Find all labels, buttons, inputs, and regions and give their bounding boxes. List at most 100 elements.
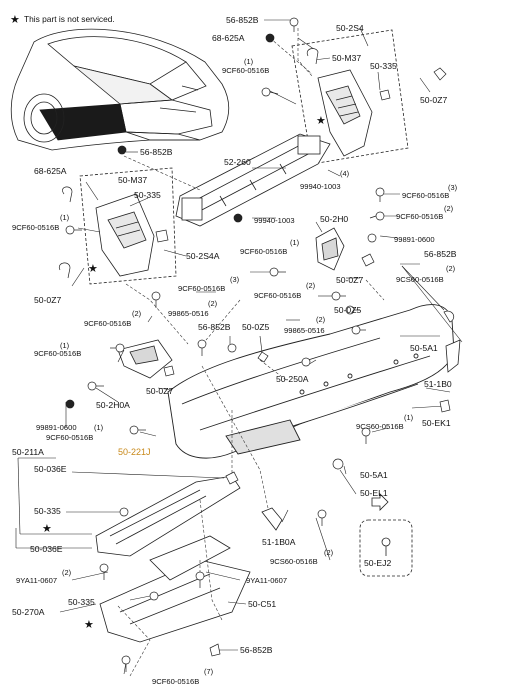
label-quantity: (2)	[316, 315, 325, 324]
nut-icon	[227, 343, 237, 353]
bolt-icon	[289, 17, 299, 32]
label-9CF60-0516B: 9CF60-0516B	[34, 349, 81, 358]
fastener-icons	[58, 17, 455, 672]
bolt-icon	[121, 655, 131, 672]
label-50-2S4A: 50-2S4A	[186, 251, 220, 261]
clip-icon	[443, 310, 455, 323]
label-quantity: (3)	[230, 275, 239, 284]
label-quantity: (2)	[306, 281, 315, 290]
nut-icon	[65, 399, 75, 409]
label-50-5A1: 50-5A1	[360, 470, 388, 480]
label-9CF60-0516B: 9CF60-0516B	[240, 247, 287, 256]
label-50-250A: 50-250A	[276, 374, 309, 384]
label-51-1B0A: 51-1B0A	[262, 537, 296, 547]
part-labels: 56-852B 50-2S4 68-625A 50-M37 (1) 9CF60-…	[12, 15, 457, 686]
star-icon: ★	[88, 263, 98, 275]
clip-icon	[257, 351, 269, 363]
label-9YA11-0607: 9YA11-0607	[16, 576, 57, 585]
label-9CF60-0516B: 9CF60-0516B	[178, 284, 225, 293]
label-9CF60-0516B: 9CF60-0516B	[152, 677, 199, 686]
clip-icon	[306, 48, 319, 65]
label-50-0Z7: 50-0Z7	[146, 386, 173, 396]
bolt-icon	[317, 509, 327, 526]
label-quantity: (1)	[94, 423, 103, 432]
label-50-211A: 50-211A	[12, 447, 44, 457]
label-50-0Z5: 50-0Z5	[242, 322, 269, 332]
reinforcement-beam-52-260	[175, 133, 331, 227]
label-50-2H0: 50-2H0	[320, 214, 348, 224]
label-50-0Z7: 50-0Z7	[336, 275, 363, 285]
clip-icon	[361, 253, 375, 267]
label-quantity: (2)	[444, 204, 453, 213]
label-56-852B: 56-852B	[424, 249, 457, 259]
dashed-leaders	[117, 28, 385, 677]
label-50-0Z7: 50-0Z7	[34, 295, 61, 305]
label-9CF60-0516B: 9CF60-0516B	[46, 433, 93, 442]
label-9CS60-0516B: 9CS60-0516B	[270, 557, 318, 566]
label-9CS60-0516B: 9CS60-0516B	[396, 275, 444, 284]
label-99865-0516: 99865-0516	[284, 326, 325, 335]
label-quantity: (2)	[324, 548, 333, 557]
clip-icon	[439, 399, 451, 413]
clip-icon	[163, 365, 175, 377]
label-56-852B: 56-852B	[140, 147, 173, 157]
side-bracket-50-2H0	[315, 227, 345, 271]
solid-leaders	[15, 19, 463, 675]
bolt-icon	[361, 427, 371, 444]
label-quantity: (2)	[208, 299, 217, 308]
bolt-icon	[375, 187, 385, 202]
label-quantity: (7)	[204, 667, 213, 676]
label-9CS60-0516B: 9CS60-0516B	[356, 422, 404, 431]
label-50-C51: 50-C51	[248, 599, 276, 609]
star-icon: ★	[316, 115, 326, 127]
inset-50-EJ2	[359, 493, 413, 577]
bolt-icon	[269, 267, 286, 277]
vehicle-illustration	[10, 28, 230, 151]
label-99940-1003: 99940-1003	[300, 182, 341, 191]
label-quantity: (1)	[60, 341, 69, 350]
label-50-2H0A: 50-2H0A	[96, 400, 130, 410]
label-50-M37: 50-M37	[332, 53, 361, 63]
under-cover-50-211A	[95, 475, 241, 557]
label-quantity: (2)	[132, 309, 141, 318]
label-50-0Z7: 50-0Z7	[420, 95, 447, 105]
clip-icon	[155, 229, 169, 243]
label-68-625A: 68-625A	[34, 166, 67, 176]
nut-icon	[119, 507, 129, 517]
label-50-0Z5: 50-0Z5	[334, 305, 361, 315]
label-99891-0600: 99891-0600	[394, 235, 435, 244]
bolt-icon	[261, 87, 279, 97]
dashed-callout-box-2S4A	[79, 167, 177, 285]
bolt-icon	[87, 381, 104, 391]
legend: ★ This part is not serviced.	[10, 14, 115, 26]
label-50-EJ2: 50-EJ2	[364, 558, 391, 568]
label-50-2S4: 50-2S4	[336, 23, 364, 33]
label-56-852B: 56-852B	[240, 645, 273, 655]
label-50-EL1: 50-EL1	[360, 488, 388, 498]
clip-icon	[62, 186, 73, 203]
label-50-270A: 50-270A	[12, 607, 45, 617]
label-quantity: (1)	[60, 213, 69, 222]
label-52-260: 52-260	[224, 157, 251, 167]
label-56-852B: 56-852B	[226, 15, 259, 25]
label-50-221J: 50-221J	[118, 447, 151, 457]
label-68-625A: 68-625A	[212, 33, 245, 43]
bolt-icon	[331, 291, 346, 301]
label-quantity: (4)	[340, 169, 349, 178]
bolt-icon	[151, 291, 161, 308]
nut-icon	[301, 357, 311, 367]
reflector-51-1B0A	[261, 507, 283, 531]
label-quantity: (2)	[62, 568, 71, 577]
bolt-icon	[65, 225, 82, 235]
bolt-icon	[345, 305, 360, 315]
star-icon: ★	[10, 14, 20, 26]
label-9CF60-0516B: 9CF60-0516B	[12, 223, 59, 232]
bolt-icon	[129, 425, 146, 435]
under-cover-50-270A	[99, 535, 251, 643]
clip-icon	[209, 643, 221, 657]
bolt-icon	[110, 343, 125, 353]
label-99865-0516: 99865-0516	[168, 309, 209, 318]
label-50-335: 50-335	[370, 61, 397, 71]
label-50-M37: 50-M37	[118, 175, 147, 185]
